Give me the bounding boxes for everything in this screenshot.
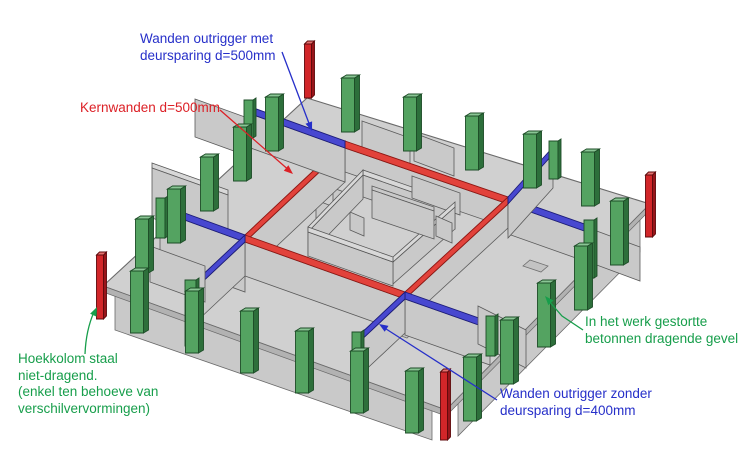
label-line: Kernwanden d=500mm bbox=[80, 100, 220, 115]
facade-column bbox=[581, 151, 595, 207]
wall-end-cap bbox=[485, 315, 496, 357]
facade-columns bbox=[128, 74, 631, 434]
label-kernwanden: Kernwanden d=500mm bbox=[80, 100, 220, 117]
label-outrigger-met: Wanden outrigger met deursparing d=500mm bbox=[140, 31, 275, 64]
facade-column bbox=[463, 356, 477, 422]
facade-column bbox=[341, 77, 355, 133]
facade-column bbox=[135, 218, 149, 274]
corner-steel-column bbox=[645, 174, 653, 238]
facade-column bbox=[500, 319, 514, 385]
facade-column bbox=[405, 370, 419, 434]
label-gevel: In het werk gestortte betonnen dragende … bbox=[585, 314, 738, 347]
leader-outrigger-zonder bbox=[382, 326, 498, 401]
leader-hoekkolom bbox=[84, 311, 95, 355]
label-outrigger-zonder: Wanden outrigger zonder deursparing d=40… bbox=[500, 386, 652, 419]
slab-opening bbox=[522, 259, 549, 273]
corner-steel-column bbox=[96, 254, 104, 320]
wall-end-cap bbox=[155, 197, 166, 239]
facade-column bbox=[537, 282, 551, 348]
leader-outrigger-met bbox=[281, 51, 311, 127]
facade-column bbox=[240, 310, 254, 374]
facade-column bbox=[185, 290, 199, 354]
label-line: deursparing d=400mm bbox=[500, 402, 636, 418]
label-line: (enkel ten behoeve van bbox=[18, 384, 159, 399]
corner-steel-columns bbox=[95, 39, 657, 442]
core-walls-near bbox=[244, 139, 406, 334]
facade-column bbox=[265, 96, 279, 152]
label-hoekkolom: Hoekkolom staal niet-dragend. (enkel ten… bbox=[18, 351, 158, 417]
facade-column bbox=[403, 96, 417, 152]
label-line: verschilvervormingen) bbox=[18, 400, 151, 416]
corner-steel-column bbox=[440, 371, 448, 441]
label-line: Hoekkolom staal bbox=[18, 351, 118, 366]
leader-kernwanden bbox=[219, 109, 292, 173]
facade-column bbox=[574, 245, 588, 311]
facade-column bbox=[295, 330, 309, 394]
label-line: betonnen dragende gevel bbox=[585, 330, 739, 346]
facade-column bbox=[233, 126, 247, 182]
label-line: niet-dragend. bbox=[18, 367, 98, 383]
leader-gevel bbox=[547, 299, 584, 331]
core-interior-walls bbox=[307, 169, 461, 287]
wall-end-cap bbox=[548, 140, 559, 180]
facade-column bbox=[130, 270, 144, 334]
leader-lines bbox=[84, 51, 584, 401]
label-line: Wanden outrigger met bbox=[140, 31, 274, 46]
corner-steel-column bbox=[304, 43, 312, 99]
facade-column bbox=[610, 200, 624, 266]
facade-column bbox=[465, 115, 479, 171]
facade-column bbox=[350, 350, 364, 414]
label-line: In het werk gestortte bbox=[585, 314, 708, 329]
facade-column bbox=[200, 156, 214, 212]
facade-column bbox=[523, 133, 537, 189]
label-line: Wanden outrigger zonder bbox=[500, 386, 652, 401]
facade-column bbox=[167, 188, 181, 244]
label-line: deursparing d=500mm bbox=[140, 47, 276, 63]
